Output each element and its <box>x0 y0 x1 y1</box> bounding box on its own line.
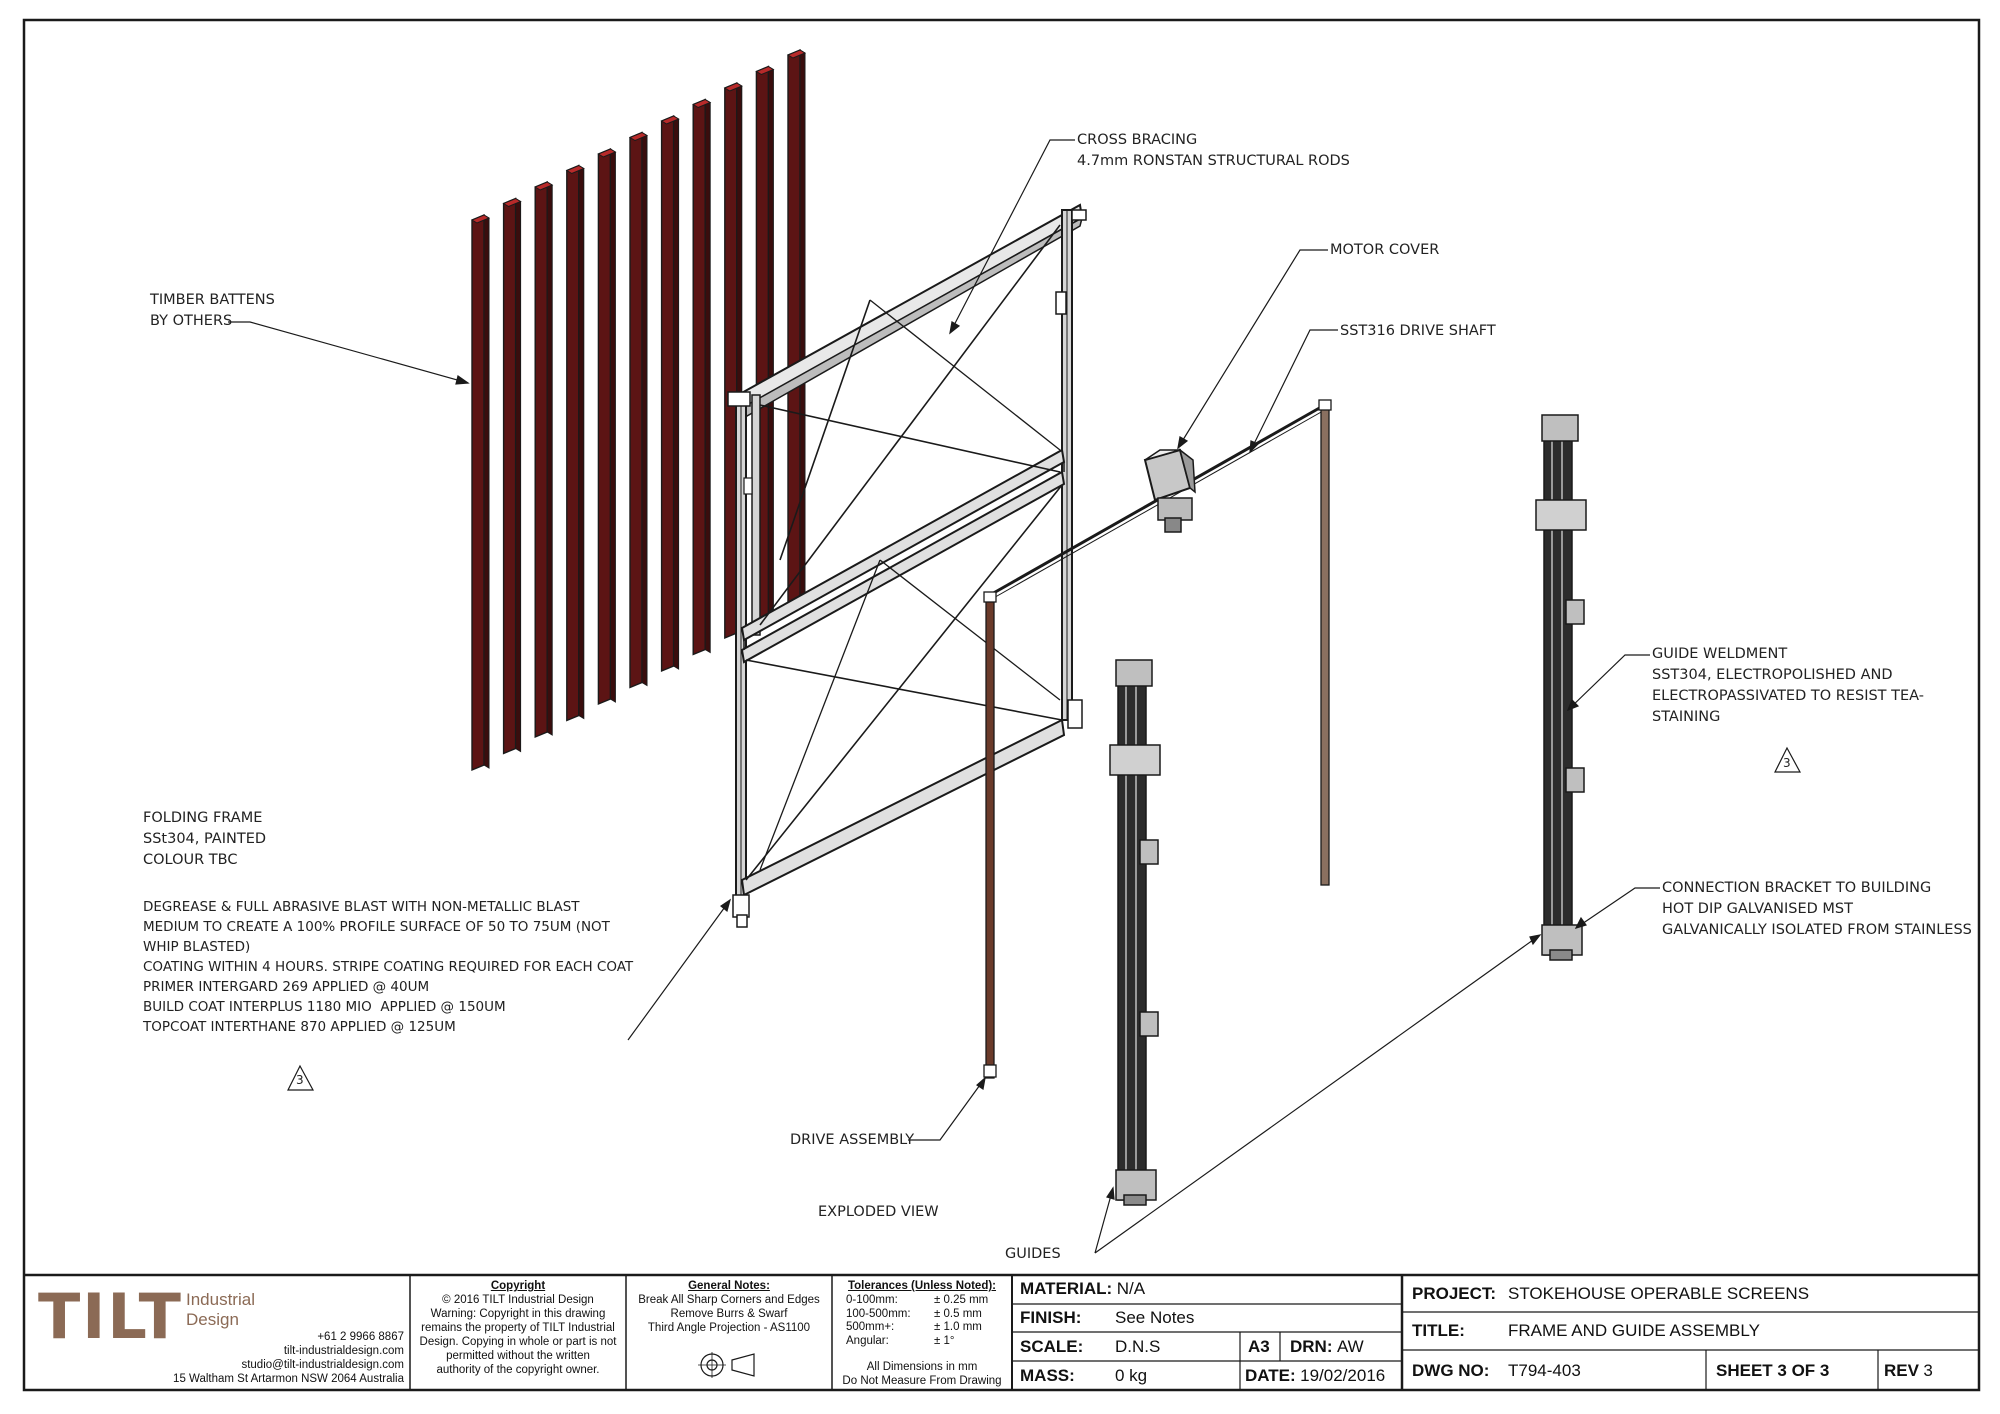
copyright-block: Copyright © 2016 TILT Industrial Design … <box>419 1280 617 1376</box>
finish-row: FINISH: <box>1020 1308 1082 1327</box>
title-value: FRAME AND GUIDE ASSEMBLY <box>1508 1321 1760 1340</box>
folding-frame <box>727 203 1087 928</box>
exploded-view-label: EXPLODED VIEW <box>818 1204 939 1220</box>
tolerances-title: Tolerances (Unless Noted): <box>847 1280 997 1292</box>
timber-batten-side <box>515 197 522 753</box>
guides-note: GUIDES <box>1005 1246 1061 1262</box>
dimension-note: All Dimensions in mm Do Not Measure From… <box>842 1361 1002 1387</box>
material-row: MATERIAL: N/A <box>1020 1279 1146 1298</box>
dwg-no-row: DWG NO: <box>1412 1361 1490 1380</box>
leader-lines <box>228 139 1660 1254</box>
timber-batten-side <box>767 65 774 621</box>
scale-row: SCALE: <box>1020 1337 1084 1356</box>
revision-marker-right <box>1774 746 1802 773</box>
sheet-border <box>22 18 1981 1392</box>
timber-batten-side <box>578 164 585 720</box>
timber-batten <box>566 164 580 722</box>
title-block-grid <box>24 1273 1979 1390</box>
motor-cover-note: MOTOR COVER <box>1330 242 1440 258</box>
revision-marker-right-label: 3 <box>1783 756 1791 770</box>
guide-right <box>1535 414 1587 961</box>
general-notes-block: General Notes: Break All Sharp Corners a… <box>638 1280 820 1334</box>
timber-batten-cap <box>597 148 617 158</box>
timber-batten-cap <box>660 115 680 125</box>
timber-batten-side <box>609 148 616 703</box>
timber-batten <box>534 180 548 739</box>
drawn-by: DRN: AW <box>1290 1337 1364 1356</box>
coating-notes: DEGREASE & FULL ABRASIVE BLAST WITH NON-… <box>143 899 634 1035</box>
timber-batten-side <box>799 49 806 604</box>
project-row: PROJECT: <box>1412 1284 1497 1303</box>
sheet-size: A3 <box>1248 1337 1270 1356</box>
timber-batten <box>471 213 485 772</box>
timber-batten-side <box>641 131 648 687</box>
revision-marker-left-label: 3 <box>296 1073 304 1087</box>
timber-batten-cap <box>628 131 649 142</box>
timber-batten <box>597 147 612 706</box>
timber-batten-cap <box>755 65 775 76</box>
drive-shaft-note: SST316 DRIVE SHAFT <box>1340 323 1496 339</box>
timber-batten-cap <box>692 98 712 109</box>
project-value: STOKEHOUSE OPERABLE SCREENS <box>1508 1284 1810 1303</box>
tilt-logo: TILT <box>38 1280 183 1353</box>
timber-batten <box>629 131 643 689</box>
timber-batten-side <box>704 98 711 654</box>
timber-batten-cap <box>723 82 743 92</box>
dwg-no-value: T794-403 <box>1508 1361 1581 1380</box>
timber-batten-side <box>483 214 490 769</box>
timber-batten-side <box>673 115 680 670</box>
timber-batten <box>692 98 706 656</box>
mass-row: MASS: <box>1020 1366 1075 1385</box>
timber-batten-cap <box>786 49 807 59</box>
guide-left <box>1109 659 1161 1206</box>
timber-batten-side <box>546 181 553 736</box>
finish-value: See Notes <box>1115 1308 1195 1327</box>
date-row: DATE: 19/02/2016 <box>1245 1366 1386 1385</box>
sheet-number: SHEET 3 OF 3 <box>1716 1361 1830 1380</box>
mass-value: 0 kg <box>1115 1366 1148 1385</box>
title-row: TITLE: <box>1412 1321 1465 1340</box>
timber-batten-cap <box>565 164 585 175</box>
timber-batten <box>502 197 517 755</box>
timber-battens <box>470 48 807 772</box>
timber-batten-cap <box>502 197 522 208</box>
timber-batten-cap <box>470 214 491 224</box>
timber-batten <box>660 114 675 673</box>
revision-marker-left <box>287 1064 315 1091</box>
revision: REV 3 <box>1884 1361 1933 1380</box>
scale-value: D.N.S <box>1115 1337 1161 1356</box>
drive-assembly-note: DRIVE ASSEMBLY <box>790 1132 915 1148</box>
timber-batten-cap <box>534 181 554 191</box>
tolerances-table: 0-100mm:± 0.25 mm 100-500mm:± 0.5 mm 500… <box>846 1294 989 1347</box>
drive-shaft-assembly <box>983 399 1332 1079</box>
